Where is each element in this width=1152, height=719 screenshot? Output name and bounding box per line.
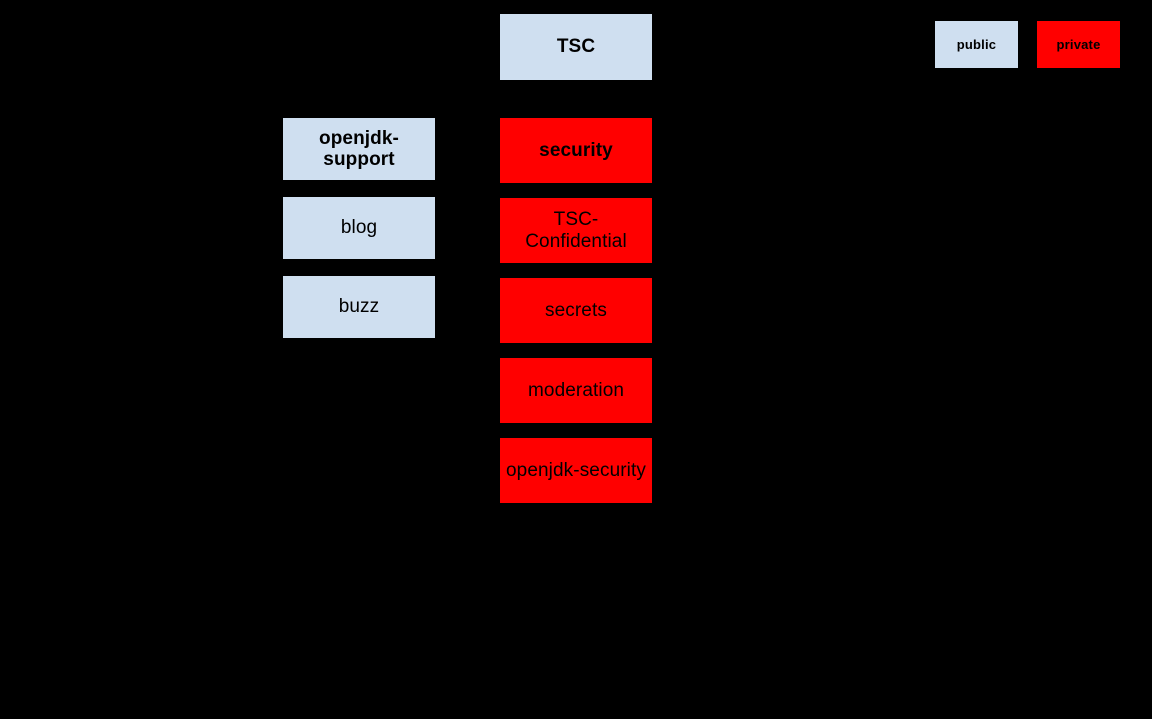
- legend-item-private: private: [1037, 21, 1120, 68]
- column-private-lists: security TSC-Confidential secrets modera…: [500, 118, 652, 518]
- node-openjdk-support[interactable]: openjdk-support: [283, 118, 435, 180]
- node-secrets[interactable]: secrets: [500, 278, 652, 343]
- node-moderation[interactable]: moderation: [500, 358, 652, 423]
- legend: public private: [935, 21, 1120, 68]
- node-buzz[interactable]: buzz: [283, 276, 435, 338]
- node-security[interactable]: security: [500, 118, 652, 183]
- node-blog[interactable]: blog: [283, 197, 435, 259]
- node-tsc[interactable]: TSC: [500, 14, 652, 80]
- node-openjdk-security[interactable]: openjdk-security: [500, 438, 652, 503]
- legend-item-public: public: [935, 21, 1018, 68]
- column-public-lists: openjdk-support blog buzz: [283, 118, 435, 338]
- node-tsc-confidential[interactable]: TSC-Confidential: [500, 198, 652, 263]
